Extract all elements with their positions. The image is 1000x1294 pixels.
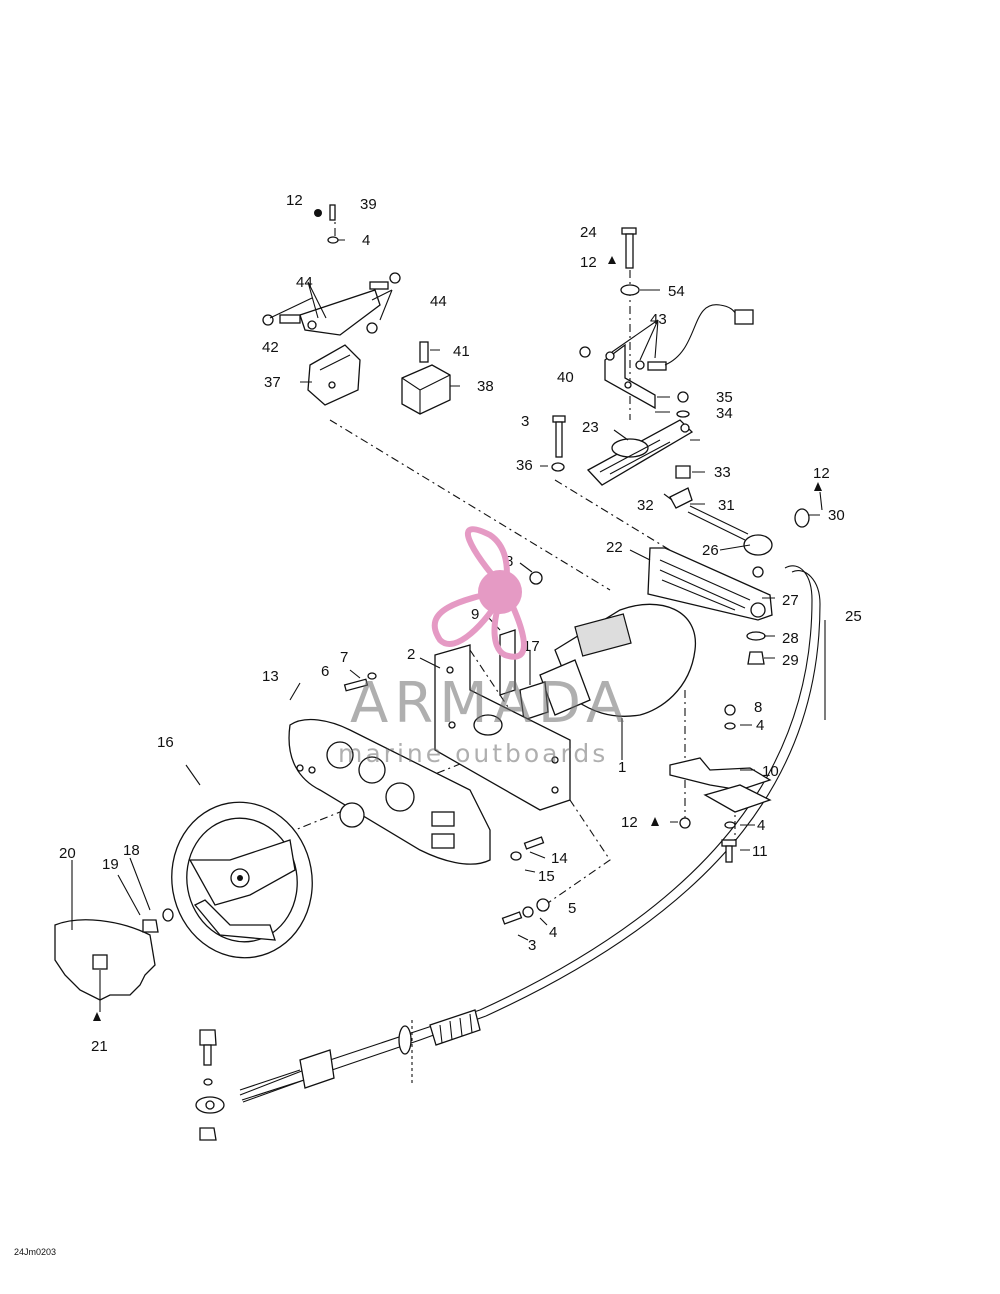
callout-29: 29	[782, 652, 799, 669]
callout-12a: 12	[286, 192, 303, 209]
callout-20: 20	[59, 845, 76, 862]
callout-42: 42	[262, 339, 279, 356]
callout-25: 25	[845, 608, 862, 625]
steering-cable-25	[195, 565, 821, 1141]
callout-7: 7	[340, 649, 348, 666]
callout-6: 6	[321, 663, 329, 680]
callout-18: 18	[123, 842, 140, 859]
callout-30: 30	[828, 507, 845, 524]
armada-watermark: ARMADA marine outboards	[338, 526, 630, 768]
callout-19: 19	[102, 856, 119, 873]
callout-12c: 12	[813, 465, 830, 482]
callout-11: 11	[752, 843, 768, 860]
hub-cover-20	[54, 908, 174, 1021]
leader-lines	[71, 239, 826, 941]
callout-22: 22	[606, 539, 623, 556]
watermark-title: ARMADA	[350, 671, 630, 736]
callout-44a: 44	[296, 274, 313, 291]
lever-arm-22	[647, 547, 773, 665]
watermark-subtitle: marine outboards	[338, 739, 608, 768]
bracket-40	[604, 343, 656, 410]
bracket-44	[262, 272, 401, 336]
screw-39	[314, 204, 339, 244]
callout-44b: 44	[430, 293, 447, 310]
callout-24: 24	[580, 224, 597, 241]
callout-3b: 3	[528, 937, 536, 954]
callout-2: 2	[407, 646, 415, 663]
callout-54: 54	[668, 283, 685, 300]
callout-16: 16	[157, 734, 174, 751]
callout-4a: 4	[362, 232, 370, 249]
bolt-3-upper	[551, 415, 566, 472]
callout-labels: 12 39 4 44 44 42 41 37 38 24 12 54 43 40…	[59, 192, 862, 1055]
callout-12b: 12	[580, 254, 597, 271]
callout-33: 33	[714, 464, 731, 481]
callout-27: 27	[782, 592, 799, 609]
dashboard-panel-13	[288, 718, 491, 865]
callout-21: 21	[91, 1038, 108, 1055]
callout-40: 40	[557, 369, 574, 386]
propeller-logo	[431, 526, 527, 660]
ball-joint-31	[663, 487, 693, 509]
block-38	[401, 364, 451, 415]
pin-41	[419, 341, 429, 363]
callout-4c: 4	[757, 817, 765, 834]
nuts-33-35	[675, 391, 691, 479]
mounting-plate-2	[434, 571, 571, 811]
sensor-43	[579, 304, 754, 371]
helm-housing-1	[519, 603, 696, 721]
callout-43: 43	[650, 311, 667, 328]
callout-8b: 8	[754, 699, 762, 716]
callout-3a: 3	[521, 413, 529, 430]
callout-1: 1	[618, 759, 626, 776]
callout-34: 34	[716, 405, 733, 422]
diagram-code: 24Jm0203	[14, 1247, 56, 1257]
callout-17: 17	[523, 638, 540, 655]
callout-9: 9	[471, 606, 479, 623]
bracket-37	[307, 344, 361, 406]
callout-31: 31	[718, 497, 735, 514]
callout-13: 13	[262, 668, 279, 685]
callout-39: 39	[360, 196, 377, 213]
callout-5: 5	[568, 900, 576, 917]
callout-37: 37	[264, 374, 281, 391]
callout-35: 35	[716, 389, 733, 406]
callout-26: 26	[702, 542, 719, 559]
callout-36: 36	[516, 457, 533, 474]
callout-28: 28	[782, 630, 799, 647]
callout-32: 32	[637, 497, 654, 514]
bracket-10	[651, 704, 772, 863]
bolt-24	[608, 227, 640, 296]
steering-wheel-16	[171, 801, 313, 959]
callout-10: 10	[762, 763, 779, 780]
link-rod-26	[687, 482, 822, 556]
callout-23: 23	[582, 419, 599, 436]
callout-4b: 4	[756, 717, 764, 734]
callout-38: 38	[477, 378, 494, 395]
steering-arm-23	[586, 419, 694, 486]
callout-4d: 4	[549, 924, 557, 941]
callout-41: 41	[453, 343, 470, 360]
callout-15: 15	[538, 868, 555, 885]
callout-14: 14	[551, 850, 568, 867]
hardware-3-4-5-14-15	[343, 672, 550, 925]
callout-8a: 8	[505, 553, 513, 570]
callout-12d: 12	[621, 814, 638, 831]
